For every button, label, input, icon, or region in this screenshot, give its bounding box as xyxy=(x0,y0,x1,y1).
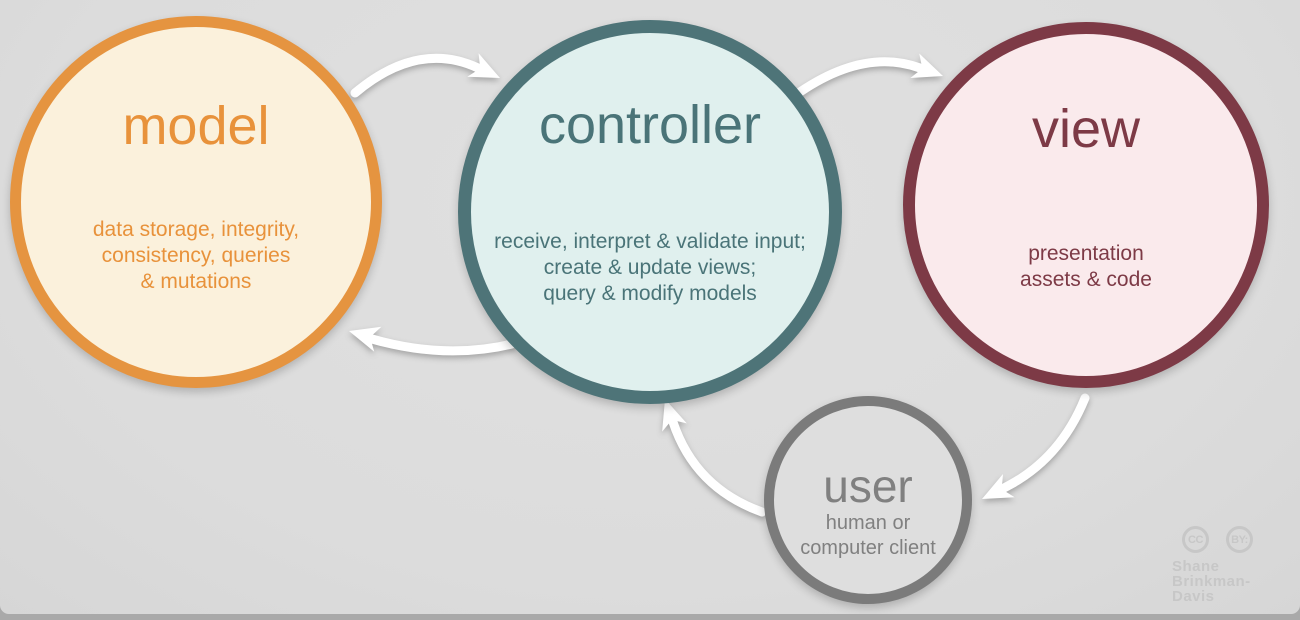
cc-icon: CC xyxy=(1182,526,1209,553)
view-description-line: presentation xyxy=(1028,242,1144,265)
attribution: CC BY: Shane Brinkman-Davis xyxy=(1172,526,1292,604)
controller-description-line: create & update views; xyxy=(543,256,757,279)
controller-description-line: receive, interpret & validate input; xyxy=(494,230,806,253)
view-title: view xyxy=(1031,99,1141,159)
user-title: user xyxy=(823,460,913,512)
model-description-line: & mutations xyxy=(140,270,252,293)
user-description-line: human or xyxy=(825,512,911,534)
view-circle: view presentation assets & code xyxy=(903,22,1269,388)
controller-description: receive, interpret & validate input; cre… xyxy=(471,229,829,307)
model-description: data storage, integrity, consistency, qu… xyxy=(21,217,371,295)
view-description-line: assets & code xyxy=(1020,268,1152,291)
arrow-model-to-controller xyxy=(350,53,500,98)
model-circle: model data storage, integrity, consisten… xyxy=(10,16,382,388)
cc-license-badges: CC BY: xyxy=(1172,526,1292,553)
user-circle: user human or computer client xyxy=(764,396,972,604)
arrow-controller-to-model xyxy=(349,326,517,356)
model-description-line: data storage, integrity, xyxy=(92,218,300,241)
arrow-view-to-user xyxy=(982,393,1090,499)
model-description-line: consistency, queries xyxy=(101,244,291,267)
author-name-line: Brinkman-Davis xyxy=(1172,573,1251,605)
controller-title: controller xyxy=(538,95,762,155)
author-name-line: Shane xyxy=(1172,558,1220,575)
model-title: model xyxy=(122,96,270,156)
author-name: Shane Brinkman-Davis xyxy=(1172,559,1292,604)
arrow-controller-to-view xyxy=(795,53,943,97)
cc-by-icon: BY: xyxy=(1226,526,1253,553)
controller-description-line: query & modify models xyxy=(543,282,757,305)
view-description: presentation assets & code xyxy=(915,241,1257,293)
controller-circle: controller receive, interpret & validate… xyxy=(458,20,842,404)
user-description-line: computer client xyxy=(800,537,936,559)
arrow-user-to-controller xyxy=(662,399,767,517)
user-description: human or computer client xyxy=(774,511,962,561)
